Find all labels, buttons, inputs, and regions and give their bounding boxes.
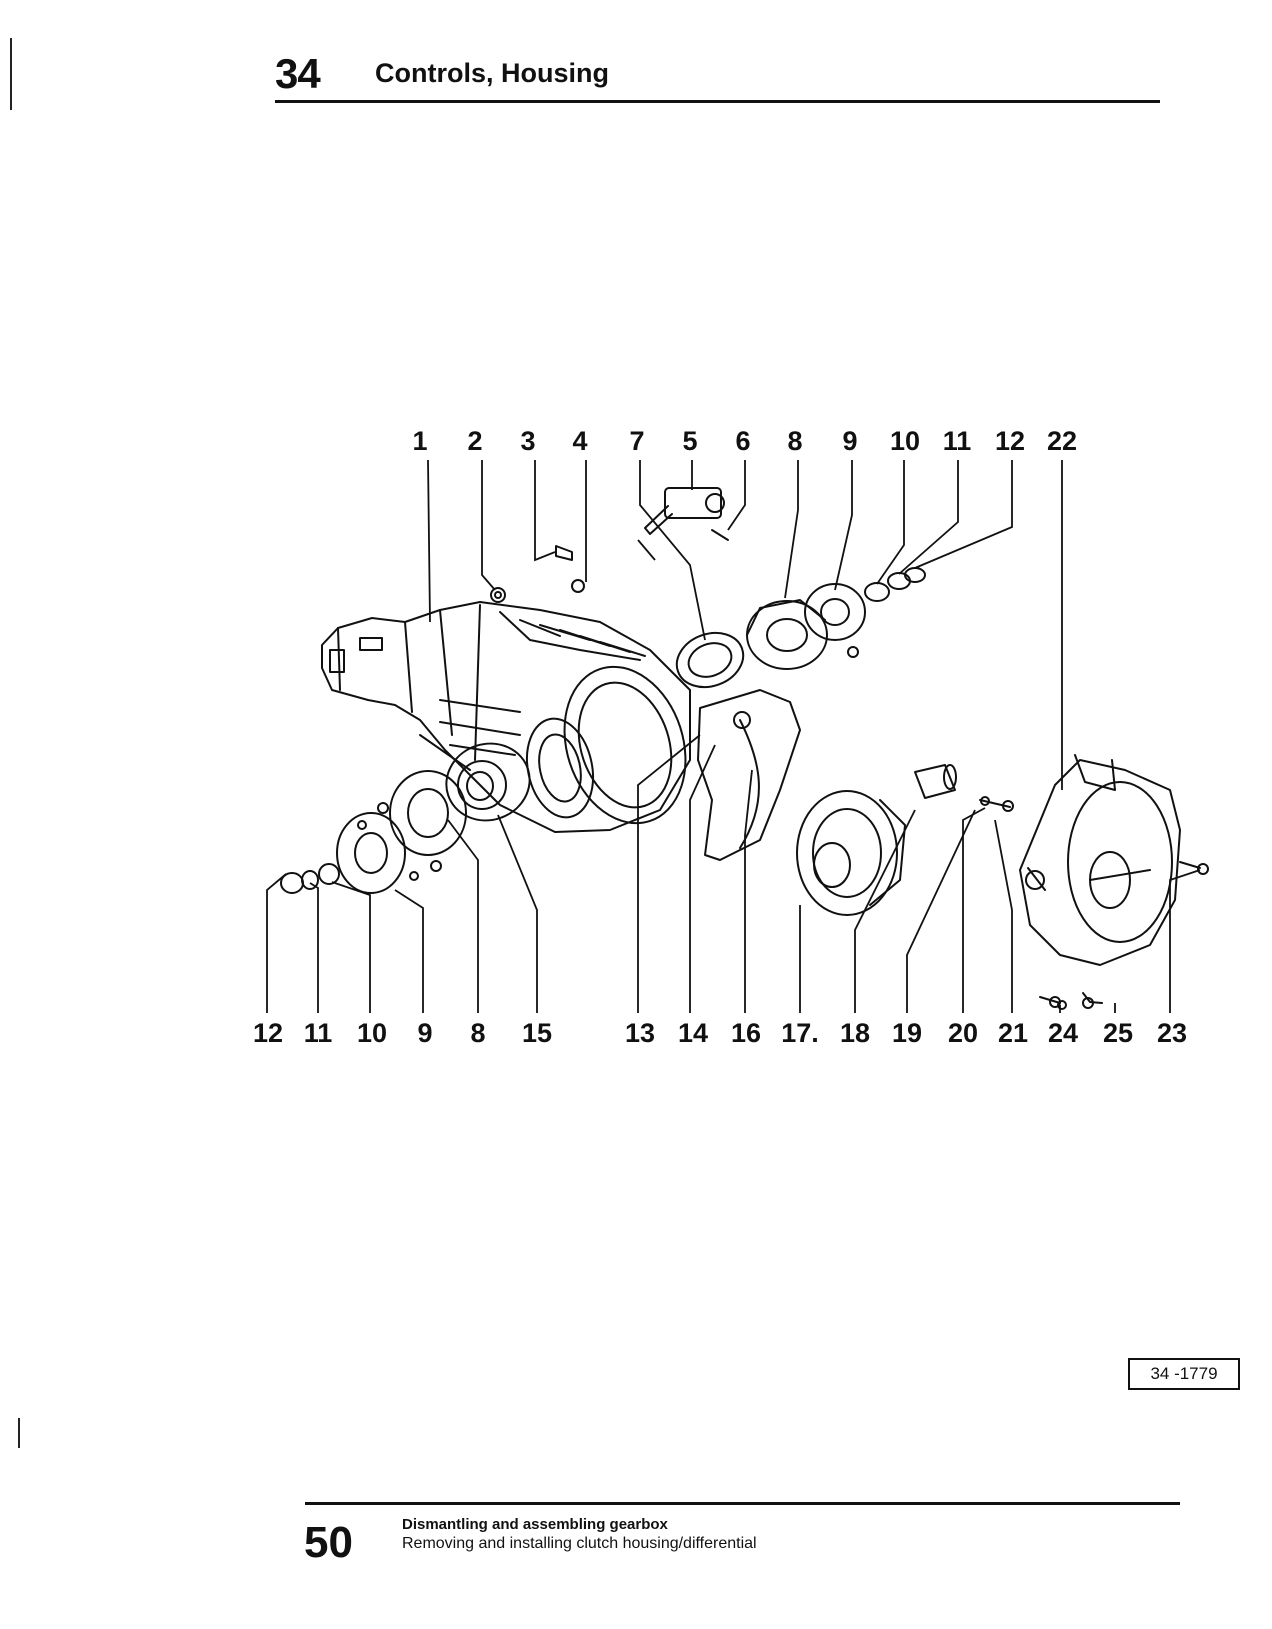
callout-bottom-19: 19 [891, 1018, 923, 1048]
differential [796, 790, 906, 916]
chapter-number: 34 [275, 50, 321, 97]
callout-top-22: 22 [1046, 426, 1078, 456]
callout-top-7: 7 [629, 426, 645, 456]
callout-top-9: 9 [842, 426, 858, 456]
callout-bottom-16: 16 [730, 1018, 762, 1048]
callout-bottom-10: 10 [356, 1018, 388, 1048]
callout-bottom-15: 15 [521, 1018, 553, 1048]
callout-bottom-23: 23 [1156, 1018, 1188, 1048]
callout-bottom-20: 20 [947, 1018, 979, 1048]
footer-subsection-title: Removing and installing clutch housing/d… [402, 1535, 757, 1552]
page-number: 50 [304, 1518, 353, 1567]
footer-section-title: Dismantling and assembling gearbox [402, 1516, 668, 1533]
clutch-housing [1019, 754, 1181, 966]
callout-bottom-18: 18 [839, 1018, 871, 1048]
callout-top-4: 4 [572, 426, 588, 456]
figure-reference: 34 -1779 [1128, 1358, 1240, 1390]
callout-top-3: 3 [520, 426, 536, 456]
chapter-title: Controls, Housing [375, 58, 609, 88]
callout-top-2: 2 [467, 426, 483, 456]
header-rule [275, 100, 1160, 103]
callout-top-10: 10 [889, 426, 921, 456]
footer-rule [305, 1502, 1180, 1505]
callout-bottom-13: 13 [624, 1018, 656, 1048]
callout-top-8: 8 [787, 426, 803, 456]
callout-top-11: 11 [942, 426, 972, 456]
callout-top-12: 12 [994, 426, 1026, 456]
callout-top-1: 1 [412, 426, 428, 456]
margin-mark-bottom-left [18, 1418, 20, 1448]
gearbox-housing [321, 601, 691, 833]
callout-top-5: 5 [682, 426, 698, 456]
callout-bottom-11: 11 [303, 1018, 333, 1048]
callout-bottom-12: 12 [252, 1018, 284, 1048]
callout-top-6: 6 [735, 426, 751, 456]
sensor [644, 487, 729, 541]
callout-bottom-24: 24 [1047, 1018, 1079, 1048]
callout-bottom-8: 8 [470, 1018, 486, 1048]
callout-bottom-14: 14 [677, 1018, 709, 1048]
margin-mark-top-left [10, 38, 12, 110]
callout-bottom-17: 17. [781, 1018, 819, 1048]
callout-bottom-9: 9 [417, 1018, 433, 1048]
callout-bottom-21: 21 [997, 1018, 1029, 1048]
callout-bottom-25: 25 [1102, 1018, 1134, 1048]
